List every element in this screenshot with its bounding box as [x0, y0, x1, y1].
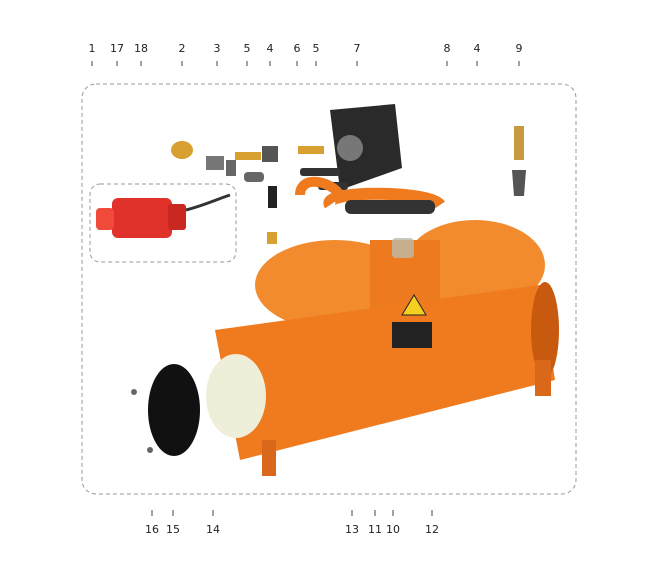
callout-label: 3 — [214, 42, 221, 55]
elbow-part-4 — [512, 170, 526, 196]
callout-label: 16 — [145, 523, 159, 536]
compressor-body — [215, 176, 559, 476]
callout-label: 12 — [425, 523, 439, 536]
callout-label: 2 — [179, 42, 186, 55]
callout-label: 5 — [244, 42, 251, 55]
callout-label: 5 — [313, 42, 320, 55]
assembly-frame — [81, 83, 577, 495]
callout-label: 7 — [354, 42, 361, 55]
screw-part-16b — [131, 389, 137, 395]
plug-part-18 — [96, 193, 231, 238]
callout-label: 4 — [267, 42, 274, 55]
callout-label: 13 — [345, 523, 359, 536]
plug-inset-frame — [89, 183, 237, 263]
callout-label: 4 — [474, 42, 481, 55]
fittings — [171, 141, 324, 244]
callout-label: 17 — [110, 42, 124, 55]
callout-label: 9 — [516, 42, 523, 55]
callout-label: 18 — [134, 42, 148, 55]
callout-label: 11 — [368, 523, 382, 536]
callout-label: 10 — [386, 523, 400, 536]
bottom-callouts: 16 15 14 13 11 10 12 — [145, 510, 439, 536]
cover-part-15 — [148, 364, 200, 456]
callout-label: 1 — [89, 42, 96, 55]
callout-label: 15 — [166, 523, 180, 536]
filter-part-14 — [206, 354, 266, 438]
callout-label: 14 — [206, 523, 220, 536]
valve-part-9 — [514, 126, 524, 160]
screw-part-16 — [147, 447, 153, 453]
callout-label: 8 — [444, 42, 451, 55]
callout-label: 6 — [294, 42, 301, 55]
